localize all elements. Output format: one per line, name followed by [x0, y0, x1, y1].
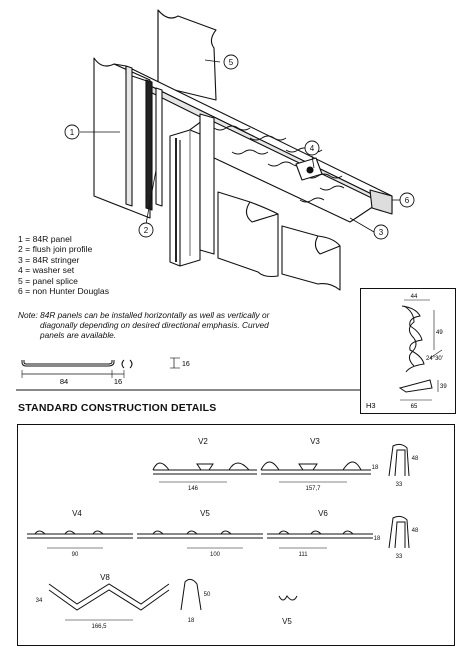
h3-detail-box: 44 49 24°30' 65 39 H3 [360, 288, 456, 414]
v5-clip [278, 595, 298, 601]
dim-panel-gap: 16 [114, 377, 122, 386]
v6-label: V6 [318, 509, 328, 518]
legend-item: 6 = non Hunter Douglas [18, 286, 110, 297]
panel-profile-drawing: 84 16 16 [21, 357, 190, 386]
clip-a-base: 33 [396, 482, 403, 488]
v4-label: V4 [72, 509, 82, 518]
h3-dim-bottom: 65 [411, 404, 418, 410]
panel-splice [157, 9, 217, 101]
callout-6: 6 [405, 196, 410, 205]
h3-dim-side: 49 [436, 330, 443, 336]
v8-label: V8 [100, 573, 110, 582]
v4-profile [27, 530, 133, 535]
legend-item: 4 = washer set [18, 265, 75, 276]
v456-height: 18 [374, 536, 381, 542]
bracket-non-hunter-douglas [369, 189, 393, 215]
v6-profile [267, 530, 373, 535]
flush-join-profile [155, 87, 163, 207]
v3-label: V3 [310, 437, 320, 446]
h3-dim-base: 39 [440, 384, 447, 390]
panel-lower-2 [281, 225, 341, 291]
legend-item: 5 = panel splice [18, 275, 78, 286]
clip-a-height: 48 [412, 456, 419, 462]
stringer-rail [125, 65, 393, 205]
v3-dim: 157,7 [305, 486, 321, 492]
legend-item: 1 = 84R panel [18, 234, 72, 244]
stringer-column [169, 129, 201, 267]
divider [16, 389, 360, 391]
clip-c [180, 578, 202, 611]
v2-label: V2 [198, 437, 208, 446]
v2-profile [152, 462, 257, 471]
v8-height: 34 [36, 598, 43, 604]
callout-5: 5 [229, 58, 234, 67]
v5-profile [137, 530, 263, 535]
clip-b-base: 33 [396, 554, 403, 560]
h3-label: H3 [366, 401, 376, 410]
installation-note: Note: 84R panels can be installed horizo… [18, 310, 318, 340]
callout-1: 1 [70, 128, 75, 137]
h3-dim-angle: 24°30' [426, 356, 443, 362]
dim-panel-height: 16 [182, 361, 190, 368]
v5-dim: 100 [210, 552, 221, 558]
v5-clip-label: V5 [282, 617, 292, 626]
legend-item: 3 = 84R stringer [18, 254, 80, 265]
note-line: panels are available. [40, 330, 117, 340]
parts-legend: 1 = 84R panel 2 = flush join profile 3 =… [18, 234, 109, 296]
section-title: STANDARD CONSTRUCTION DETAILS [18, 402, 217, 414]
v2-dim: 146 [188, 486, 199, 492]
clip-a [388, 443, 410, 477]
dim-panel-width: 84 [60, 377, 68, 386]
construction-details-box: V2 V3 V4 V5 V6 V8 V5 146 157,7 18 48 33 … [17, 424, 455, 646]
v4-dim: 90 [72, 552, 79, 558]
v8-profile [48, 583, 170, 611]
assembly-illustration: 1 2 5 4 6 3 [64, 9, 415, 291]
legend-item: 2 = flush join profile [18, 244, 93, 255]
panel-84r [93, 57, 151, 219]
note-line: Note: 84R panels can be installed horizo… [18, 310, 270, 320]
v6-dim: 111 [298, 552, 308, 558]
v23-height: 18 [372, 465, 379, 471]
callout-4: 4 [310, 144, 315, 153]
panel-lower-1 [217, 191, 279, 278]
callout-2: 2 [144, 226, 149, 235]
h3-dim-top: 44 [411, 294, 418, 300]
clip-b [388, 515, 410, 549]
clip-b-height: 48 [412, 528, 419, 534]
callout-3: 3 [379, 228, 384, 237]
v3-profile [260, 461, 371, 471]
note-line: diagonally depending on desired directio… [40, 320, 269, 330]
v8-dim: 166,5 [91, 624, 107, 630]
clip-c-height: 50 [204, 592, 211, 598]
panel-middle [199, 113, 215, 255]
clip-c-base: 18 [188, 618, 195, 624]
v5-label: V5 [200, 509, 210, 518]
